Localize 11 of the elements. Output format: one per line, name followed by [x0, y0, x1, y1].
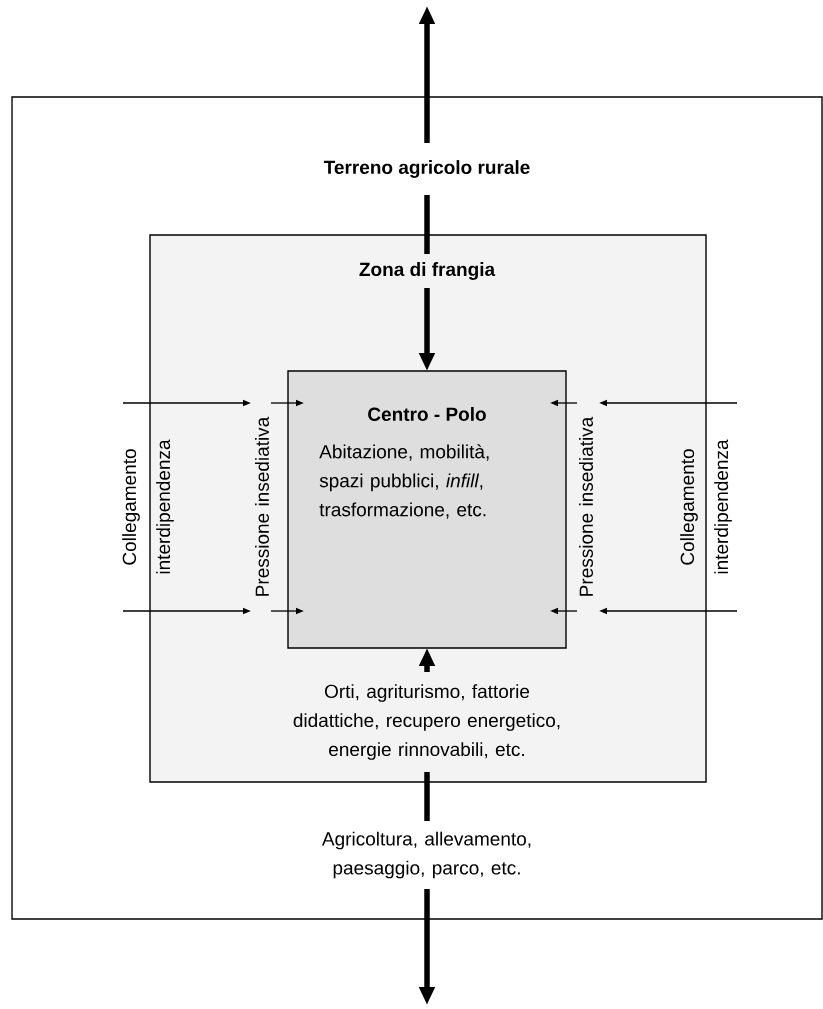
rotated-label: Pressione insediativa	[579, 416, 593, 596]
center-box: Centro - Polo Abitazione, mobilità, spazi pubblici, infill, trasformazione, etc.	[287, 370, 567, 649]
body-text: Orti, agriturismo, fattorie didattiche, recupero energetico, energie rinnovabili, etc.	[293, 684, 560, 760]
heading-text: Zona di frangia	[359, 262, 496, 280]
body-text: Agricoltura, allevamento, paesaggio, parco, etc.	[321, 831, 531, 879]
heading-text: Terreno agricolo rurale	[323, 160, 530, 178]
rotated-label: Pressione insediativa	[255, 416, 269, 596]
connector-line	[424, 772, 430, 821]
connector-line	[424, 195, 430, 254]
rotated-label: Collegamento interdipendenza	[680, 439, 732, 574]
rotated-label: Collegamento interdipendenza	[122, 439, 174, 574]
